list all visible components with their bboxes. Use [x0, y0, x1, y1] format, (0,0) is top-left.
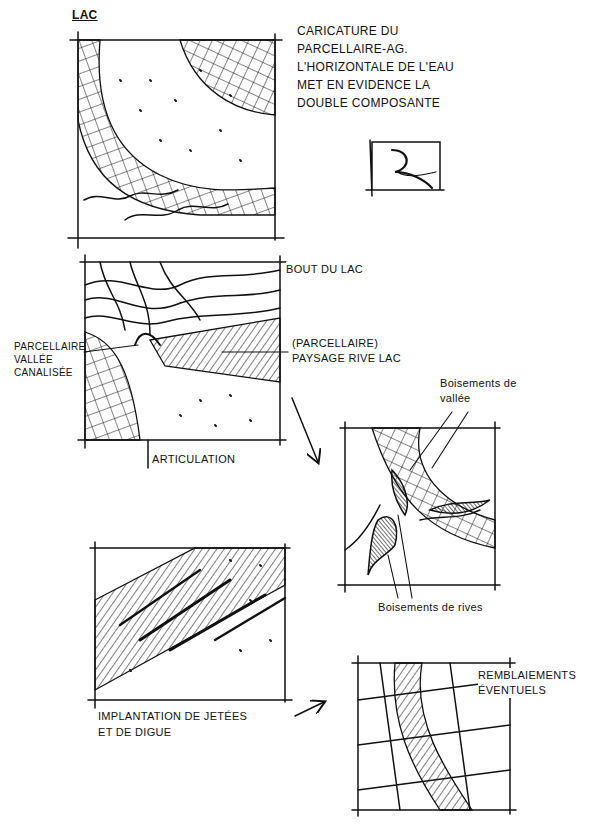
annotation-label: BOUT DU LAC: [286, 262, 381, 277]
annotation-label: CARICATURE DU PARCELLAIRE-AG. L'HORIZONT…: [297, 22, 477, 112]
annotation-label: PARCELLAIRE VALLÉE CANALISÉE: [14, 340, 82, 379]
annotation-label: (PARCELLAIRE) PAYSAGE RIVE LAC: [292, 336, 402, 366]
annotation-label: Boisements de vallée: [440, 376, 550, 406]
annotation-label: IMPLANTATION DE JETÉES ET DE DIGUE: [98, 708, 263, 740]
annotation-label: Boisements de rives: [378, 600, 528, 615]
annotation-label: REMBLAIEMENTS ÉVENTUELS: [478, 668, 582, 698]
sheet-title: LAC: [72, 8, 98, 23]
annotation-label: ARTICULATION: [152, 452, 282, 467]
